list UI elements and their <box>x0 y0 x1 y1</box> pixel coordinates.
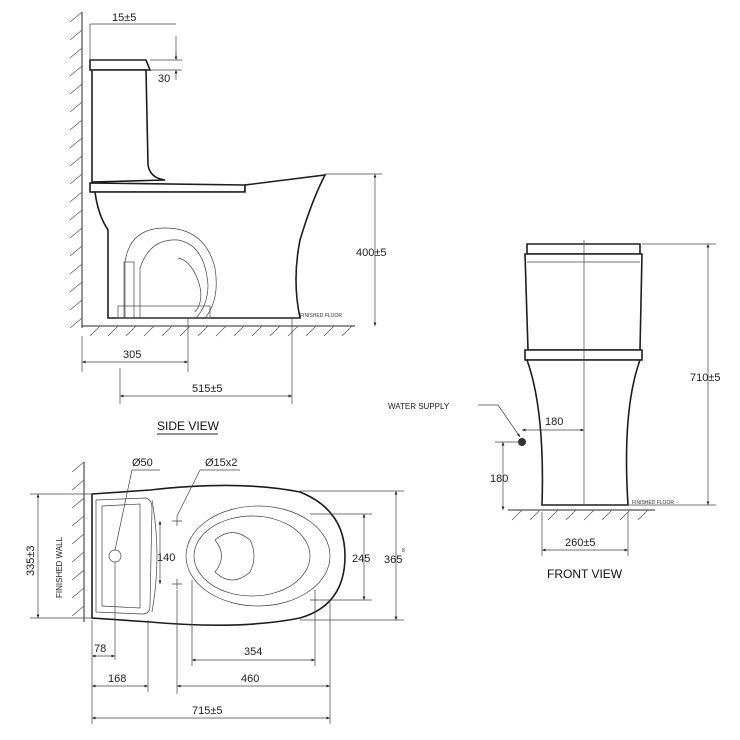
dim-outlet-offset: 78 <box>94 643 106 655</box>
bolt-icon <box>172 579 182 589</box>
dim-rough-in: 305 <box>123 349 141 361</box>
front-floor: FINISHED FLOOR <box>508 500 674 521</box>
dim-overall-width: 365 <box>384 554 402 566</box>
dim-base-width: 260±5 <box>565 537 596 549</box>
front-floor-label: FINISHED FLOOR <box>632 500 674 506</box>
side-view: FINISHED FLOOR 15±5 <box>69 11 387 435</box>
dim-bolt-to-front: 460 <box>241 673 259 685</box>
dim-wall-offset: 15±5 <box>112 12 136 24</box>
top-toilet-body <box>91 484 346 626</box>
bolt-icon <box>172 516 182 526</box>
dim-supply-offset: 180 <box>545 416 563 428</box>
water-supply-label: WATER SUPPLY <box>388 402 450 411</box>
front-dimensions: WATER SUPPLY 180 180 710±5 260±5 <box>388 243 721 556</box>
side-floor: FINISHED FLOOR <box>82 313 355 337</box>
side-view-title: SIDE VIEW <box>157 419 220 433</box>
dim-overall-width-sup: 8 <box>402 548 405 554</box>
dim-bowl-length: 354 <box>244 646 262 658</box>
dim-seat-height: 400±5 <box>356 247 387 259</box>
dim-outlet-center: 168 <box>108 673 126 685</box>
dim-supply-height: 180 <box>490 473 508 485</box>
side-wall <box>69 11 83 329</box>
front-view-title: FRONT VIEW <box>547 567 623 581</box>
dim-bowl-inner: 245 <box>352 553 370 565</box>
dim-tank-lid: 30 <box>158 73 170 85</box>
dim-tank-width: 335±3 <box>25 545 37 576</box>
side-dimensions: 15±5 30 400±5 305 515±5 <box>81 12 387 404</box>
front-view: FINISHED FLOOR WATER SUPPLY 180 <box>388 240 721 581</box>
dim-bolt-dia: Ø15x2 <box>205 457 237 469</box>
top-dimensions: Ø50 Ø15x2 335±3 140 245 365 8 <box>25 457 405 724</box>
dim-overall-length: 715±5 <box>192 705 223 717</box>
water-supply-icon <box>518 438 526 446</box>
dim-outlet-dia: Ø50 <box>132 457 153 469</box>
dim-depth: 515±5 <box>192 383 223 395</box>
finished-wall-label: FINISHED WALL <box>55 536 64 598</box>
dim-bolt-spacing: 140 <box>157 552 175 564</box>
side-toilet-body <box>89 59 327 319</box>
top-wall: FINISHED WALL <box>55 461 85 622</box>
front-toilet-body <box>524 240 643 506</box>
side-floor-label: FINISHED FLOOR <box>300 313 342 319</box>
top-view: FINISHED WALL Ø50 Ø15 <box>25 457 405 724</box>
dim-total-height: 710±5 <box>690 372 721 384</box>
